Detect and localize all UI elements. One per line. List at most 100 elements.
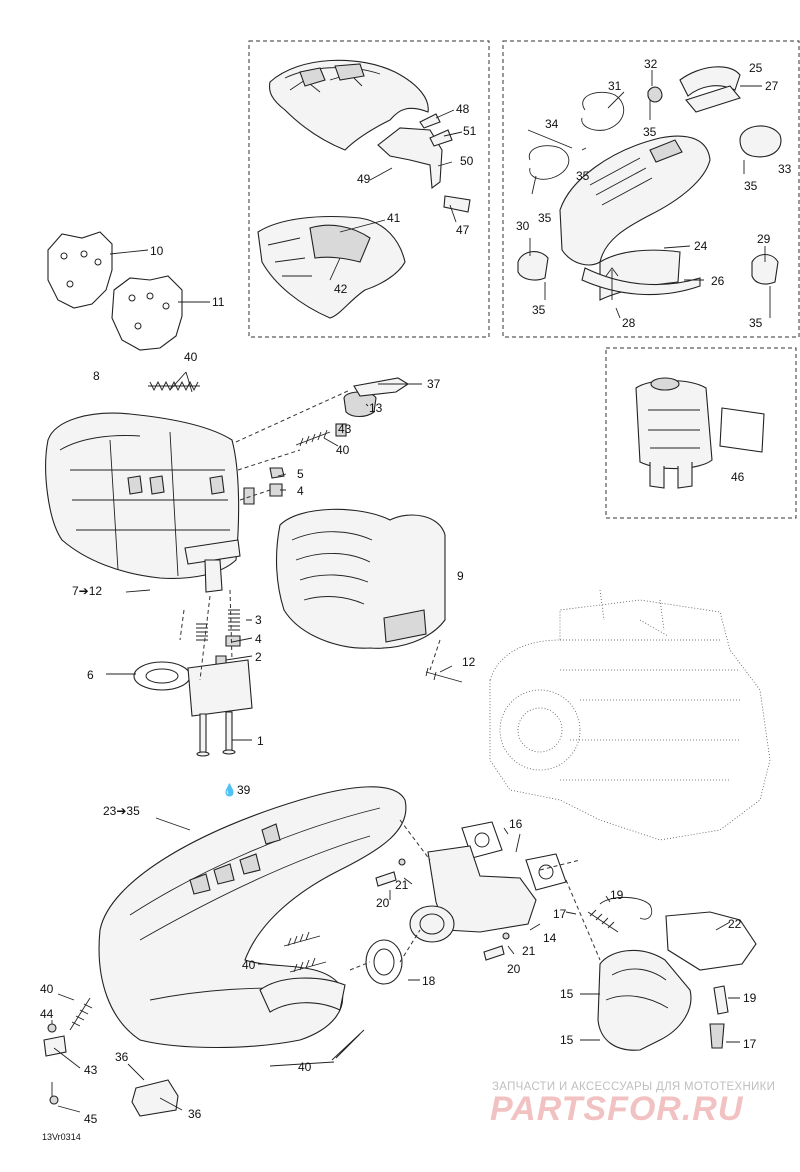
callout-50: 50 bbox=[460, 154, 474, 168]
clamp-29 bbox=[751, 253, 779, 285]
callout-42: 42 bbox=[334, 282, 348, 296]
spring-40-bl1 bbox=[283, 931, 321, 947]
grommet-13 bbox=[343, 391, 377, 418]
callout-17a: 17 bbox=[553, 907, 567, 921]
callout-31: 31 bbox=[608, 79, 622, 93]
tuned-pipe-24 bbox=[559, 135, 711, 301]
gasket-6 bbox=[133, 661, 191, 691]
inset-frame-tuned-pipe bbox=[502, 40, 800, 338]
callout-2: 2 bbox=[255, 650, 262, 664]
callout-20b: 20 bbox=[507, 962, 521, 976]
nut-45 bbox=[49, 1095, 59, 1105]
callout-13: 13 bbox=[369, 401, 383, 415]
callout-25: 25 bbox=[749, 61, 763, 75]
callout-15a: 15 bbox=[560, 987, 574, 1001]
callout-9: 9 bbox=[457, 569, 464, 583]
callout-36b: 36 bbox=[188, 1107, 202, 1121]
washer-21a bbox=[398, 858, 406, 866]
stud-20b bbox=[483, 945, 505, 961]
callout-32: 32 bbox=[644, 57, 658, 71]
gasket-16b bbox=[525, 853, 567, 891]
spring-17b bbox=[709, 1023, 725, 1049]
spring-40-bot bbox=[331, 1029, 365, 1061]
nut-4-upper bbox=[269, 483, 283, 497]
callout-40a: 40 bbox=[184, 350, 198, 364]
stud-20a bbox=[375, 871, 397, 887]
callout-35f: 35 bbox=[749, 316, 763, 330]
callout-45: 45 bbox=[84, 1112, 98, 1126]
callout-22: 22 bbox=[728, 917, 742, 931]
callout-5: 5 bbox=[297, 467, 304, 481]
callout-29: 29 bbox=[757, 232, 771, 246]
heat-shield-9 bbox=[275, 508, 446, 649]
clip-48 bbox=[419, 113, 441, 129]
tuned-pipe-23 bbox=[98, 786, 407, 1049]
clip-51 bbox=[429, 129, 453, 147]
callout-35c: 35 bbox=[744, 179, 758, 193]
gasket-18 bbox=[365, 939, 403, 985]
callout-12: 12 bbox=[462, 655, 476, 669]
nut-4-lower bbox=[225, 635, 241, 647]
callout-19a: 19 bbox=[610, 888, 624, 902]
engine-phantom bbox=[489, 589, 771, 841]
callout-10: 10 bbox=[150, 244, 164, 258]
clip-47 bbox=[443, 195, 471, 213]
callout-44: 44 bbox=[40, 1007, 54, 1021]
callout-21b: 21 bbox=[522, 944, 536, 958]
spring-40-mid bbox=[295, 429, 331, 447]
callout-35a: 35 bbox=[643, 125, 657, 139]
callout-47: 47 bbox=[456, 223, 470, 237]
callout-16: 16 bbox=[509, 817, 523, 831]
callout-6: 6 bbox=[87, 668, 94, 682]
callout-40b: 40 bbox=[336, 443, 350, 457]
washer-21b bbox=[502, 932, 510, 940]
callout-51: 51 bbox=[463, 124, 477, 138]
mount-plate-1 bbox=[187, 659, 253, 757]
watermark-tagline: ЗАПЧАСТИ И АКСЕССУАРЫ ДЛЯ МОТОТЕХНИКИ bbox=[492, 1081, 775, 1093]
callout-23: 23➔35 bbox=[103, 804, 140, 818]
callout-35b: 35 bbox=[576, 169, 590, 183]
drawing-code: 13Vr0314 bbox=[42, 1132, 81, 1142]
spring-3b bbox=[196, 623, 208, 641]
callout-37: 37 bbox=[427, 377, 441, 391]
exhaust-elbow-15 bbox=[597, 949, 692, 1051]
heat-shield-26 bbox=[581, 267, 701, 296]
callout-49: 49 bbox=[357, 172, 371, 186]
spring-clamp-33 bbox=[739, 125, 782, 158]
callout-11: 11 bbox=[212, 295, 225, 309]
spring-40-bl2 bbox=[289, 957, 327, 973]
callout-48: 48 bbox=[456, 102, 470, 116]
callout-21a: 21 bbox=[395, 878, 409, 892]
callout-4b: 4 bbox=[255, 632, 262, 646]
callout-33: 33 bbox=[778, 162, 792, 176]
callout-30: 30 bbox=[516, 219, 530, 233]
nut-4-left bbox=[243, 487, 255, 505]
callout-40c: 40 bbox=[242, 958, 256, 972]
callout-35d: 35 bbox=[538, 211, 552, 225]
flange-27 bbox=[685, 85, 741, 113]
label-46 bbox=[719, 407, 765, 453]
callout-35e: 35 bbox=[532, 303, 546, 317]
muffler-8 bbox=[45, 412, 241, 593]
callout-46: 46 bbox=[731, 470, 745, 484]
shield-lower-41-42 bbox=[257, 216, 406, 319]
spring-clamp-34 bbox=[528, 145, 570, 180]
callout-27: 27 bbox=[765, 79, 779, 93]
bracket-43 bbox=[43, 1035, 67, 1057]
spring-40-left bbox=[69, 997, 93, 1031]
spring-clamp-31 bbox=[581, 91, 625, 131]
callout-43b: 43 bbox=[84, 1063, 98, 1077]
callout-20a: 20 bbox=[376, 896, 390, 910]
callout-26: 26 bbox=[711, 274, 725, 288]
callout-19b: 19 bbox=[743, 991, 757, 1005]
callout-43a: 43 bbox=[338, 422, 352, 436]
callout-17b: 17 bbox=[743, 1037, 757, 1051]
callout-3: 3 bbox=[255, 613, 262, 627]
callout-1: 1 bbox=[257, 734, 264, 748]
callout-8: 8 bbox=[93, 369, 100, 383]
callout-24: 24 bbox=[694, 239, 708, 253]
oil-tank bbox=[635, 377, 713, 489]
washer-5 bbox=[269, 467, 285, 479]
gasket-11 bbox=[111, 275, 183, 351]
